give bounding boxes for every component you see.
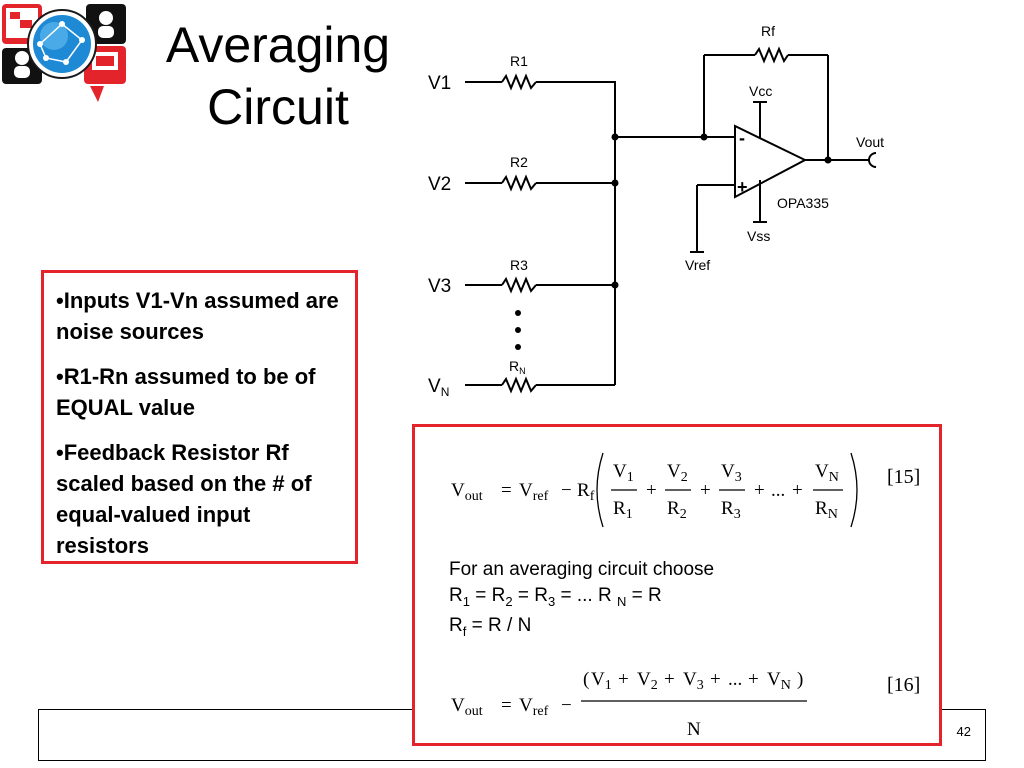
vout-label: Vout (856, 134, 884, 150)
vref-label: Vref (685, 257, 710, 273)
svg-text:+: + (700, 480, 711, 501)
svg-text:V2: V2 (637, 669, 658, 693)
svg-text:+: + (748, 669, 759, 690)
bullet-item: •Inputs V1-Vn assumed are noise sources (56, 288, 339, 344)
svg-text:+: + (664, 669, 675, 690)
svg-text:VN: VN (815, 461, 839, 485)
svg-text:R1: R1 (613, 498, 633, 522)
svg-text:+: + (792, 480, 803, 501)
svg-text:+: + (754, 480, 765, 501)
svg-text:V1: V1 (591, 669, 612, 693)
circuit-nodes (515, 133, 832, 350)
svg-text:): ) (797, 669, 803, 690)
svg-text:+: + (710, 669, 721, 690)
svg-text:+: + (618, 669, 629, 690)
svg-text:+: + (646, 480, 657, 501)
opamp-part-label: OPA335 (777, 195, 829, 211)
equation-15: Vout = Vref − Rf V1 R1 + V2 R2 + V3 R3 +… (451, 452, 920, 528)
title-line-2: Circuit (207, 79, 349, 135)
svg-text:=: = (501, 695, 512, 716)
svg-text:Vref: Vref (519, 695, 549, 719)
svg-text:R2: R2 (667, 498, 687, 522)
svg-text:V2: V2 (667, 461, 688, 485)
svg-text:V3: V3 (721, 461, 742, 485)
input-label-v2: V2 (428, 174, 451, 195)
inverting-input-sign: - (739, 128, 745, 148)
feedback-resistor-label: Rf (761, 23, 775, 39)
page-title: Averaging Circuit (128, 14, 428, 138)
bullet-item: •R1-Rn assumed to be of EQUAL value (56, 364, 316, 420)
svg-text:...: ... (771, 480, 785, 501)
svg-text:=: = (501, 480, 512, 501)
svg-text:VN: VN (767, 669, 791, 693)
svg-text:(: ( (583, 669, 589, 690)
note-line-3: Rf = R / N (449, 615, 532, 639)
vcc-label: Vcc (749, 83, 772, 99)
input-label-vn: VN (428, 376, 449, 399)
equation-15-label: [15] (887, 466, 920, 488)
title-line-1: Averaging (165, 17, 391, 73)
input-label-v1: V1 (428, 73, 451, 94)
bullet-item: •Feedback Resistor Rf scaled based on th… (56, 440, 312, 558)
svg-text:RN: RN (815, 498, 838, 522)
equation-16-label: [16] (887, 674, 920, 696)
svg-text:V1: V1 (613, 461, 634, 485)
svg-text:Vout: Vout (451, 480, 483, 504)
noninverting-input-sign: + (737, 177, 748, 197)
resistor-label-r1: R1 (510, 53, 528, 69)
svg-text:−: − (561, 695, 572, 716)
resistor-label-r3: R3 (510, 257, 528, 273)
equations-box: Vout = Vref − Rf V1 R1 + V2 R2 + V3 R3 +… (412, 424, 942, 746)
circuit-wires (465, 46, 877, 394)
svg-text:...: ... (728, 669, 742, 690)
input-label-v3: V3 (428, 276, 451, 297)
vss-label: Vss (747, 228, 770, 244)
note-line-1: For an averaging circuit choose (449, 559, 715, 580)
averaging-circuit-schematic: V1 V2 V3 VN R1 R2 R3 RN Rf Vcc Vss Vref … (428, 23, 884, 399)
equation-16: Vout = Vref − ( V1 + V2 + V3 + ... + VN … (451, 669, 920, 740)
page-number: 42 (956, 724, 971, 739)
svg-text:N: N (687, 719, 701, 740)
note-line-2: R1 = R2 = R3 = ... R N = R (449, 585, 662, 609)
resistor-label-r2: R2 (510, 154, 528, 170)
svg-text:Vout: Vout (451, 695, 483, 719)
svg-text:R3: R3 (721, 498, 741, 522)
svg-text:Vref: Vref (519, 480, 549, 504)
svg-text:−: − (561, 480, 572, 501)
svg-text:Rf: Rf (577, 480, 595, 504)
assumptions-box: •Inputs V1-Vn assumed are noise sources … (41, 270, 358, 564)
svg-text:V3: V3 (683, 669, 704, 693)
resistor-label-rn: RN (509, 358, 526, 376)
logo (2, 4, 126, 102)
